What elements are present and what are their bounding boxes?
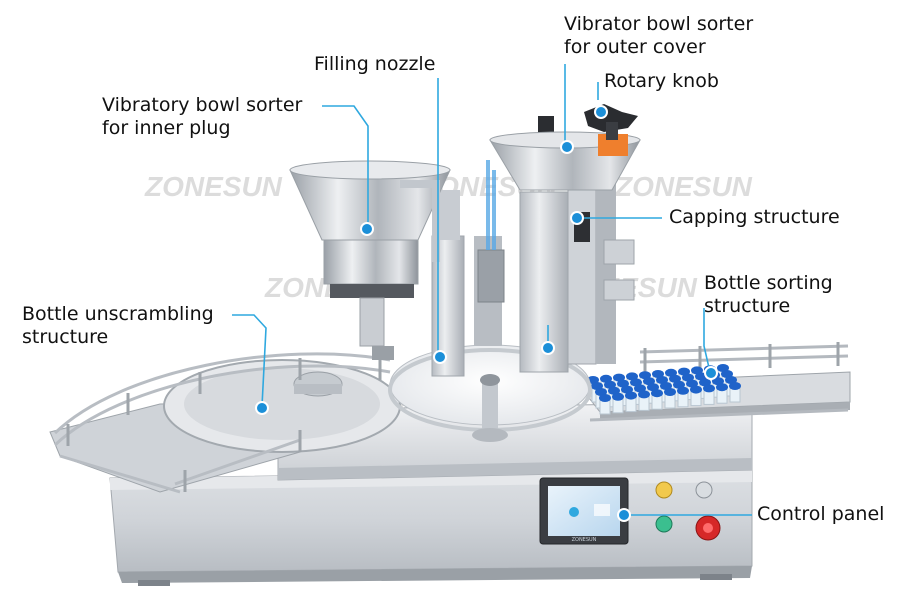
bottle-cap: [626, 372, 638, 381]
bottle-cap: [678, 367, 690, 376]
bottle-cap: [591, 382, 603, 390]
callout-dot-icon: [360, 222, 374, 236]
bottle-cap: [729, 382, 741, 390]
bottle-cap: [669, 374, 681, 383]
callout-dot-icon: [617, 508, 631, 522]
unscrambling-tray: [49, 352, 401, 494]
bottle-cap: [652, 370, 664, 378]
bottle-cap: [695, 372, 707, 381]
bottle-cap: [664, 388, 676, 396]
watermark-text: ZONESUN: [144, 171, 283, 202]
bottle-cap: [712, 377, 724, 386]
bottle-rows: [587, 364, 741, 415]
label-vibratory-inner-line2: for inner plug: [102, 117, 231, 139]
callout-dot-icon: [594, 105, 608, 119]
callout-dot-icon: [255, 401, 269, 415]
label-bottle-sorting-line1: Bottle sorting: [704, 272, 833, 294]
bottle-cap: [647, 383, 659, 392]
label-bottle-unscrambling-line1: Bottle unscrambling: [22, 303, 214, 325]
label-bottle-sorting-line2: structure: [704, 295, 791, 317]
callout-dot-icon: [541, 341, 555, 355]
bottle-cap: [703, 384, 715, 393]
label-control-panel: Control panel: [757, 503, 885, 525]
bottle-cap: [717, 364, 729, 372]
bottle-cap: [673, 380, 685, 389]
bottle-cap: [686, 379, 698, 388]
bottle-cap: [660, 382, 672, 390]
bottle-cap: [599, 394, 611, 402]
label-vibrator-outer-prefix: for: [564, 36, 591, 58]
bottle-cap: [677, 386, 689, 395]
callout-lines: [232, 64, 752, 516]
bottle-cap: [612, 392, 624, 401]
bottle-cap: [721, 370, 733, 378]
callout-dot-icon: [570, 211, 584, 225]
indicator-light-icon: [655, 481, 673, 499]
label-capping-structure: Capping structure: [669, 206, 840, 228]
bottle-cap: [656, 376, 668, 384]
label-vibrator-outer-line2: for outer cover: [564, 36, 706, 59]
bottle-cap: [630, 378, 642, 387]
bottle-cap: [716, 383, 728, 392]
watermark-text: ZONESUN: [614, 171, 753, 202]
panel-caption: ZONESUN: [572, 537, 597, 543]
bottle-cap: [699, 378, 711, 387]
machine-base: [109, 469, 753, 586]
label-bottle-unscrambling-line2: structure: [22, 326, 109, 348]
bottle-cap: [621, 385, 633, 394]
bottle-cap: [665, 368, 677, 377]
callout-dot-icon: [433, 350, 447, 364]
bottle-cap: [638, 390, 650, 399]
label-vibratory-inner-line1: Vibratory bowl sorter: [102, 94, 303, 116]
bottle-cap: [608, 386, 620, 395]
bottle-cap: [691, 366, 703, 375]
bottle-cap: [613, 373, 625, 382]
callout-dot-icon: [560, 140, 574, 154]
bottle-cap: [651, 389, 663, 398]
bottle-cap: [690, 385, 702, 394]
callout-dots: [255, 105, 718, 522]
bottle-cap: [725, 376, 737, 384]
label-rotary-knob: Rotary knob: [604, 70, 719, 92]
bottle-cap: [634, 384, 646, 393]
bottle-cap: [682, 373, 694, 382]
label-vibrator-outer-line1: Vibrator bowl sorter: [564, 13, 754, 35]
bottle-cap: [604, 380, 616, 389]
control-panel: ZONESUN: [539, 477, 721, 545]
inner-plug-bowl: [289, 160, 451, 360]
bottle-cap: [643, 377, 655, 386]
bottle-cap: [600, 374, 612, 383]
bottle-cap: [595, 388, 607, 396]
bottle-cap: [625, 391, 637, 400]
bottle-cap: [639, 371, 651, 380]
callout-dot-icon: [704, 366, 718, 380]
capping-tower: [489, 104, 641, 373]
label-filling-nozzle: Filling nozzle: [314, 53, 436, 75]
label-vibrator-outer-text: outer cover: [596, 36, 706, 58]
bottle-cap: [617, 379, 629, 388]
